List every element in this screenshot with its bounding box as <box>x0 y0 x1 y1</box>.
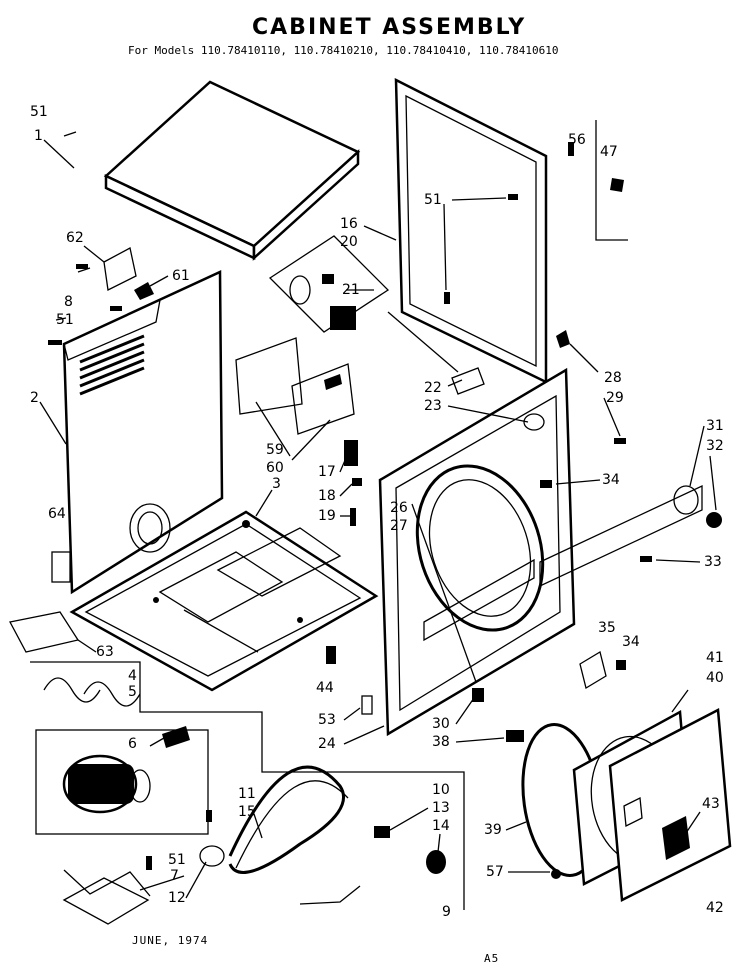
drum-assembly <box>521 689 732 902</box>
callout-59: 59 <box>266 442 284 458</box>
callout-7: 7 <box>170 868 179 884</box>
callout-33: 33 <box>704 554 722 570</box>
callout-60: 60 <box>266 460 284 476</box>
side-panel-louvers <box>79 334 145 396</box>
footer-date: JUNE, 1974 <box>132 934 208 947</box>
diagram-subtitle: For Models 110.78410110, 110.78410210, 1… <box>128 44 558 57</box>
callout-35: 35 <box>598 620 616 636</box>
callout-10: 10 <box>432 782 450 798</box>
callout-47: 47 <box>600 144 618 160</box>
callout-31: 31 <box>706 418 724 434</box>
callout-24: 24 <box>318 736 336 752</box>
callout-32: 32 <box>706 438 724 454</box>
callout-40: 40 <box>706 670 724 686</box>
footer-mark: A5 <box>484 952 499 965</box>
callout-42: 42 <box>706 900 724 916</box>
callout-61: 61 <box>172 268 190 284</box>
callout-39: 39 <box>484 822 502 838</box>
terminal-block-assembly <box>268 235 459 373</box>
callout-12: 12 <box>168 890 186 906</box>
toe-plate <box>9 551 97 653</box>
callout-51: 51 <box>56 312 74 328</box>
callout-13: 13 <box>432 800 450 816</box>
callout-5: 5 <box>128 684 137 700</box>
callout-26: 26 <box>390 500 408 516</box>
callout-27: 27 <box>390 518 408 534</box>
motor-assembly <box>30 661 465 925</box>
bracket-62 <box>48 245 169 345</box>
callout-22: 22 <box>424 380 442 396</box>
callout-38: 38 <box>432 734 450 750</box>
roller-parts <box>326 646 626 742</box>
base-pan <box>69 489 379 692</box>
callout-44: 44 <box>316 680 334 696</box>
clip-47 <box>568 120 628 241</box>
callout-30: 30 <box>432 716 450 732</box>
belt-and-pulley <box>199 765 446 905</box>
callout-62: 62 <box>66 230 84 246</box>
callout-4: 4 <box>128 668 137 684</box>
callout-64: 64 <box>48 506 66 522</box>
callout-6: 6 <box>128 736 137 752</box>
callout-17: 17 <box>318 464 336 480</box>
callout-53: 53 <box>318 712 336 728</box>
callout-28: 28 <box>604 370 622 386</box>
control-strip <box>539 480 722 588</box>
callout-34: 34 <box>622 634 640 650</box>
front-panel <box>361 367 576 737</box>
callout-20: 20 <box>340 234 358 250</box>
callout-2: 2 <box>30 390 39 406</box>
callout-16: 16 <box>340 216 358 232</box>
rear-panel <box>363 77 548 384</box>
callout-51: 51 <box>424 192 442 208</box>
callout-18: 18 <box>318 488 336 504</box>
callout-29: 29 <box>606 390 624 406</box>
side-panel <box>39 270 224 595</box>
heater-shield <box>235 337 355 435</box>
callout-63: 63 <box>96 644 114 660</box>
callout-56: 56 <box>568 132 586 148</box>
callout-1: 1 <box>34 128 43 144</box>
callout-labels: 51 1 62 61 8 51 2 64 63 16 20 21 51 56 4… <box>30 104 724 920</box>
callout-3: 3 <box>272 476 281 492</box>
bracket-28 <box>451 330 626 444</box>
leader-lines <box>139 289 717 899</box>
callout-57: 57 <box>486 864 504 880</box>
callout-41: 41 <box>706 650 724 666</box>
callout-11: 11 <box>238 786 256 802</box>
callout-8: 8 <box>64 294 73 310</box>
diagram-title: CABINET ASSEMBLY <box>252 15 526 40</box>
callout-23: 23 <box>424 398 442 414</box>
top-panel <box>43 80 361 261</box>
callout-15: 15 <box>238 804 256 820</box>
motor-body <box>62 754 151 814</box>
callout-19: 19 <box>318 508 336 524</box>
callout-9: 9 <box>442 904 451 920</box>
callout-14: 14 <box>432 818 450 834</box>
callout-51: 51 <box>168 852 186 868</box>
callout-43: 43 <box>702 796 720 812</box>
callout-34: 34 <box>602 472 620 488</box>
callout-51: 51 <box>30 104 48 120</box>
thermostat-group <box>344 440 362 526</box>
